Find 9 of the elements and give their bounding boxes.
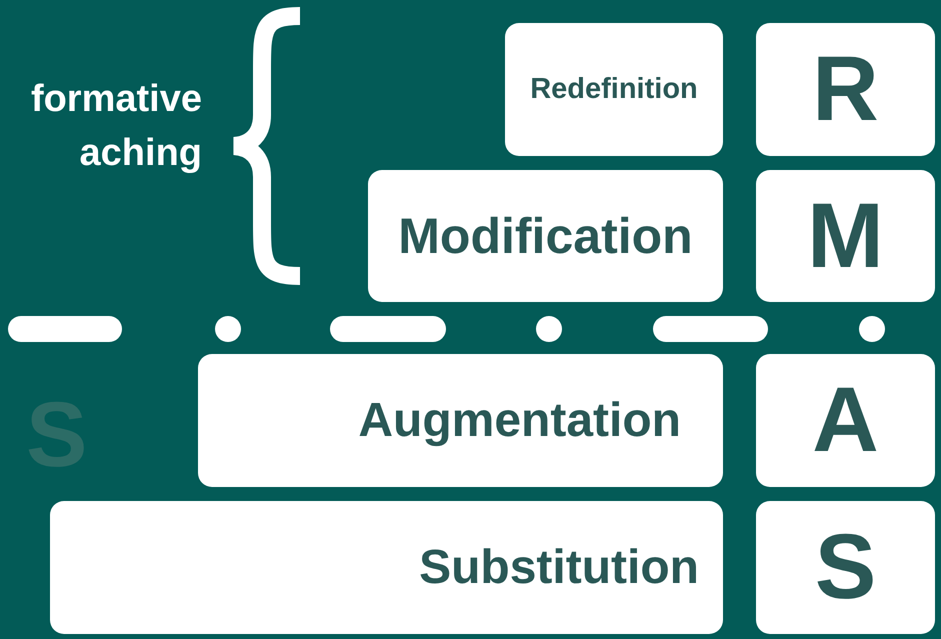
letter-box: S — [756, 501, 935, 634]
level-box: Substitution — [50, 501, 723, 634]
heading-text: formative aching — [30, 77, 202, 176]
level-box: Augmentation — [198, 354, 723, 487]
level-box: Modification — [368, 170, 723, 302]
level-box: Redefinition — [505, 23, 723, 156]
letter-box: R — [756, 23, 935, 156]
letter-box: M — [756, 170, 935, 302]
letter-box: A — [756, 354, 935, 487]
